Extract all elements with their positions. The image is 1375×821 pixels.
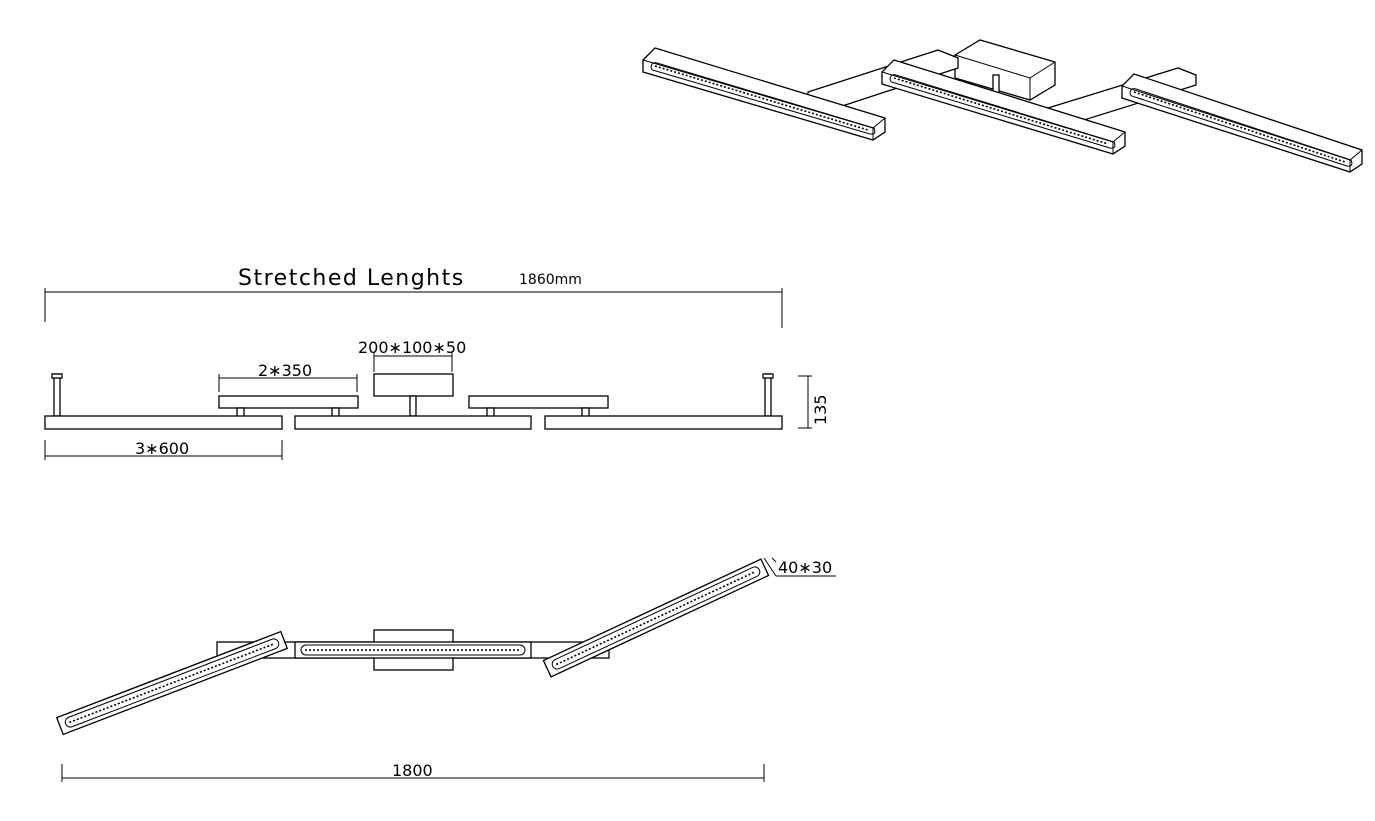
side-canopy <box>373 373 454 397</box>
side-post-right <box>764 373 772 417</box>
side-post-left <box>53 373 61 417</box>
height-dim-label: 135 <box>811 394 830 425</box>
profile-dim-label: 40∗30 <box>778 558 832 577</box>
iso-bar-1 <box>642 47 886 141</box>
side-bar-3 <box>544 415 783 430</box>
title-label: Stretched Lenghts <box>238 266 465 291</box>
iso-bar-2 <box>881 59 1126 155</box>
side-arm-left <box>218 395 359 409</box>
side-arm-right <box>468 395 609 409</box>
isometric-view <box>642 39 1363 173</box>
side-bar-2 <box>294 415 532 430</box>
iso-bar-3 <box>1121 73 1363 173</box>
canopy-dim-label: 200∗100∗50 <box>358 338 466 357</box>
top-bar-right <box>542 558 770 678</box>
top-bar-left <box>55 630 289 736</box>
side-stem <box>409 395 417 417</box>
total-width-dim-label: 1800 <box>392 761 433 780</box>
top-bar-center <box>294 641 532 659</box>
top-view: 40∗30 1800 <box>55 557 836 782</box>
side-bar-1 <box>44 415 283 430</box>
arm-dim-label: 2∗350 <box>258 361 312 380</box>
bars-dim-label: 3∗600 <box>135 439 189 458</box>
title-value: 1860mm <box>519 272 582 288</box>
side-elevation: Stretched Lenghts 1860mm 200∗100∗50 2∗35… <box>44 266 830 460</box>
